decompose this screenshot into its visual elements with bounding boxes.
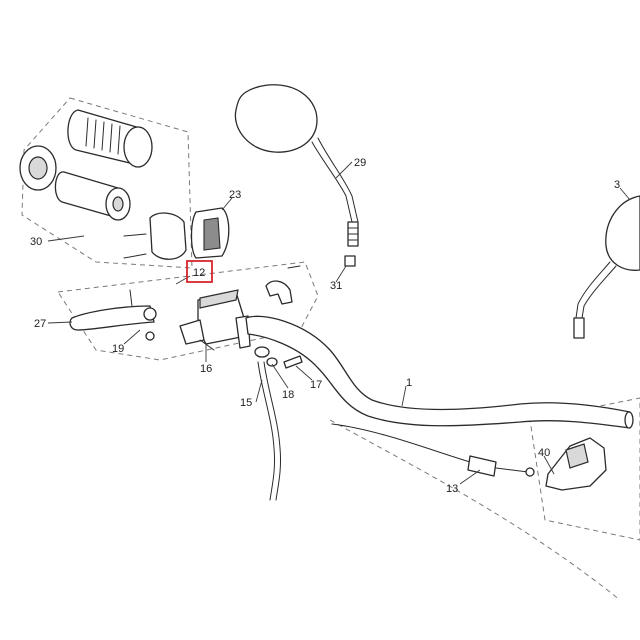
callout-1: 1 — [406, 377, 412, 389]
callout-29: 29 — [354, 157, 366, 169]
grip-assembly-outline — [21, 97, 193, 269]
callout-23: 23 — [229, 189, 241, 201]
callout-30: 30 — [30, 236, 42, 248]
handlebar-part — [245, 315, 634, 429]
callout-19: 19 — [112, 343, 124, 355]
callout-18: 18 — [282, 389, 294, 401]
callout-31: 31 — [330, 280, 342, 292]
clamp-part — [265, 265, 301, 305]
lever-assembly-outline — [57, 261, 319, 361]
callout-16: 16 — [200, 363, 212, 375]
clutch-cable-part — [331, 423, 535, 477]
right-mirror-part — [573, 195, 640, 339]
clutch-lever-bracket-part — [545, 437, 607, 491]
callout-13: 13 — [446, 483, 458, 495]
master-cylinder-part — [179, 289, 251, 351]
brake-hose-part — [254, 346, 303, 501]
lower-outline — [329, 419, 621, 601]
callout-17: 17 — [310, 379, 322, 391]
brake-lever-part — [69, 289, 157, 341]
switch-housing-part — [123, 207, 230, 260]
callout-27: 27 — [34, 318, 46, 330]
callout-40: 40 — [538, 447, 550, 459]
left-mirror-part — [234, 84, 359, 267]
throttle-grip-part — [19, 109, 153, 221]
callout-15: 15 — [240, 397, 252, 409]
callout-3: 3 — [614, 179, 620, 191]
highlight-box — [186, 260, 213, 283]
right-side-outline — [529, 397, 640, 541]
callout-12: 12 — [193, 267, 205, 279]
leader-lines — [47, 161, 631, 485]
